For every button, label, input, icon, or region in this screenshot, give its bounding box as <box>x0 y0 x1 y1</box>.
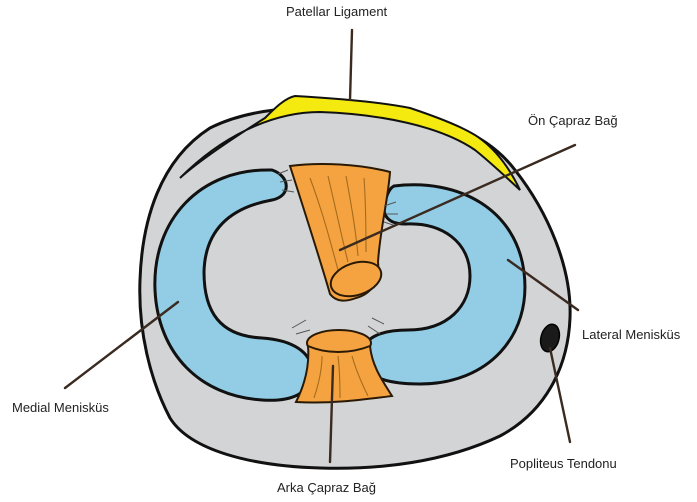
label-arka-capraz-bag: Arka Çapraz Bağ <box>277 480 376 496</box>
label-lateral-meniskus: Lateral Menisküs <box>582 327 680 343</box>
leader-patellar-ligament <box>350 30 352 100</box>
label-popliteus-tendonu: Popliteus Tendonu <box>510 456 617 472</box>
label-medial-meniskus: Medial Menisküs <box>12 400 109 416</box>
label-patellar-ligament: Patellar Ligament <box>286 4 387 20</box>
label-on-capraz-bag: Ön Çapraz Bağ <box>528 113 618 129</box>
